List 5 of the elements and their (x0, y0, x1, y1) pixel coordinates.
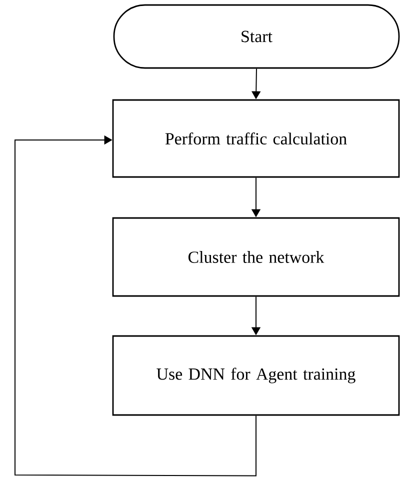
process-box: Use DNN for Agent training (112, 335, 400, 416)
process-box: Cluster the network (112, 217, 400, 297)
start-terminal: Start (113, 4, 400, 69)
process-box: Perform traffic calculation (112, 99, 400, 178)
arrow (14, 135, 256, 476)
